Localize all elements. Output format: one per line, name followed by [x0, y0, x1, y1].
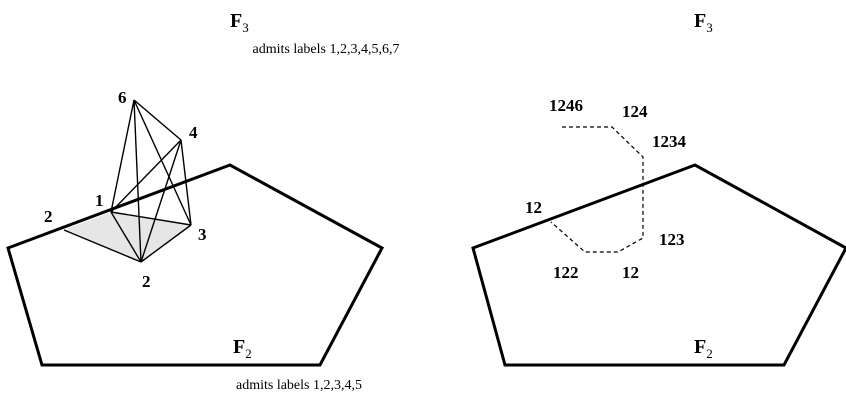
right-panel: 1246 124 1234 12 123 122 12 F3 F2: [471, 10, 846, 367]
face-label-f3-right: F3: [694, 10, 713, 35]
path-label-12-left: 12: [525, 198, 542, 217]
path-label-123: 123: [659, 230, 685, 249]
face-label-f2-left: F2: [233, 336, 252, 361]
path-label-12-bottom: 12: [622, 263, 639, 282]
vertex-label-2-left: 2: [44, 207, 53, 226]
pentagon-f2-right: [471, 163, 846, 367]
vertex-label-2-bottom: 2: [142, 272, 151, 291]
shaded-region-left: [64, 212, 141, 262]
face-label-f2-right: F2: [694, 336, 713, 361]
path-label-1234: 1234: [652, 132, 687, 151]
path-label-1246: 1246: [549, 96, 583, 115]
face-label-f3-left: F3: [230, 10, 249, 35]
vertex-label-3: 3: [198, 225, 207, 244]
vertex-label-6: 6: [118, 88, 127, 107]
simplicial-complex: [63, 99, 192, 263]
bottom-note-left: admits labels 1,2,3,4,5: [236, 378, 362, 393]
shaded-region-right: [111, 212, 191, 262]
dashed-path: [550, 126, 644, 253]
path-label-122: 122: [553, 263, 579, 282]
path-label-124: 124: [622, 102, 648, 121]
pentagon-f2-left: [6, 163, 385, 367]
vertex-label-1: 1: [95, 191, 104, 210]
top-note-left: admits labels 1,2,3,4,5,6,7: [253, 42, 400, 57]
vertex-label-4: 4: [189, 123, 198, 142]
left-panel: 6 4 1 2 3 2 F3 admits labels 1,2,3,4,5,6…: [6, 10, 400, 393]
